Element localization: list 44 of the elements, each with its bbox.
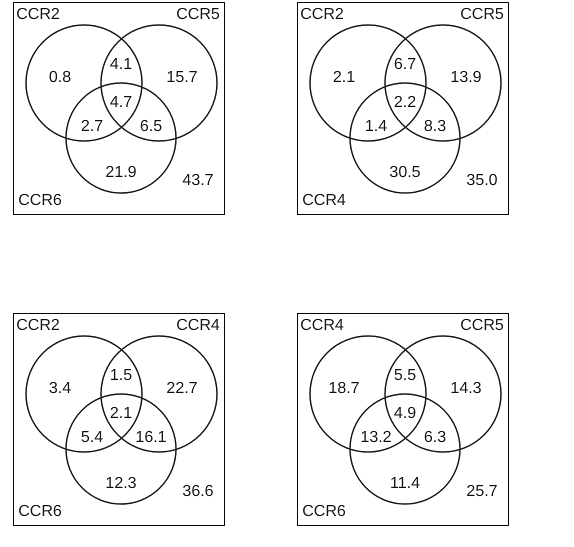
- region-value: 25.7: [466, 484, 498, 500]
- region-value: 12.3: [105, 476, 137, 492]
- set-name: CCR2: [16, 318, 60, 334]
- region-value: 36.6: [182, 484, 214, 500]
- region-value: 13.9: [450, 70, 482, 86]
- region-value: 6.7: [394, 57, 416, 73]
- region-value: 18.7: [328, 381, 360, 397]
- set-name: CCR4: [176, 318, 220, 334]
- region-value: 43.7: [182, 173, 214, 189]
- region-value: 5.5: [394, 368, 416, 384]
- region-value: 35.0: [466, 173, 498, 189]
- region-value: 30.5: [389, 165, 421, 181]
- set-name: CCR5: [176, 7, 220, 23]
- region-value: 2.7: [80, 119, 104, 135]
- region-value: 22.7: [166, 381, 198, 397]
- region-value: 16.1: [135, 430, 167, 446]
- region-value: 4.7: [110, 95, 132, 111]
- region-value: 0.8: [48, 70, 72, 86]
- region-value: 4.1: [110, 57, 132, 73]
- region-value: 8.3: [424, 119, 446, 135]
- region-value: 4.9: [394, 406, 416, 422]
- set-name: CCR4: [300, 318, 344, 334]
- region-value: 1.5: [110, 368, 132, 384]
- region-value: 6.3: [424, 430, 446, 446]
- set-name: CCR2: [300, 7, 344, 23]
- region-value: 21.9: [105, 165, 137, 181]
- region-value: 2.1: [332, 70, 356, 86]
- region-value: 14.3: [450, 381, 482, 397]
- set-name: CCR6: [302, 504, 346, 520]
- set-name: CCR2: [16, 7, 60, 23]
- set-name: CCR6: [18, 193, 62, 209]
- region-value: 3.4: [48, 381, 72, 397]
- region-value: 15.7: [166, 70, 198, 86]
- region-value: 6.5: [140, 119, 162, 135]
- region-value: 2.2: [394, 95, 416, 111]
- set-name: CCR4: [302, 193, 346, 209]
- region-value: 1.4: [364, 119, 388, 135]
- set-name: CCR5: [460, 7, 504, 23]
- region-value: 13.2: [360, 430, 392, 446]
- region-value: 11.4: [390, 476, 420, 492]
- region-value: 2.1: [110, 406, 132, 422]
- region-value: 5.4: [80, 430, 104, 446]
- set-name: CCR6: [18, 504, 62, 520]
- set-name: CCR5: [460, 318, 504, 334]
